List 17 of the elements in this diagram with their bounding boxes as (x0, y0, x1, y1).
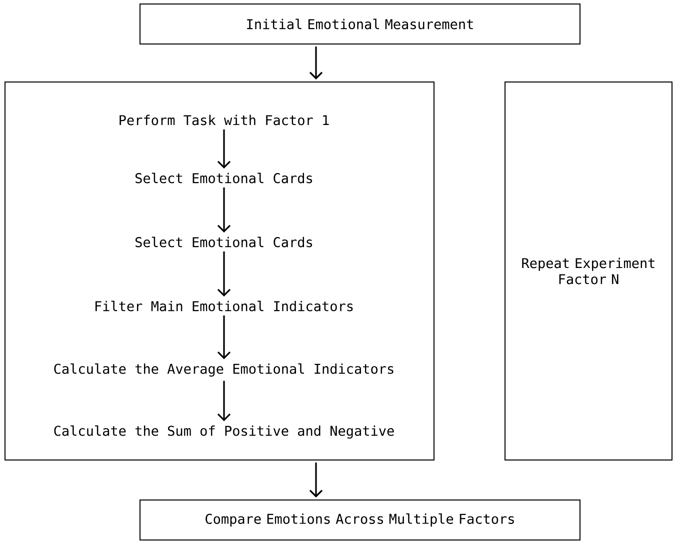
arrow (309, 46, 323, 80)
process-box: Compare Emotions Across Multiple Factors (140, 500, 580, 540)
arrow (217, 315, 231, 360)
step-text: Select Emotional Cards (136, 236, 312, 248)
arrow (309, 462, 323, 498)
step-text: Perform Task with Factor 1 (120, 114, 329, 126)
step-text: Filter Main Emotional Indicators (96, 300, 353, 312)
arrow (217, 187, 231, 233)
process-box: Initial Emotional Measurement (140, 4, 580, 44)
step-text: Calculate the Average Emotional Indicators (54, 363, 394, 377)
arrow (217, 380, 231, 422)
step-text: Select Emotional Cards (136, 172, 312, 184)
group-box: Repeat Experiment Factor N (504, 82, 672, 460)
group-box (4, 82, 434, 460)
arrow (217, 251, 231, 297)
step-text: Calculate the Sum of Positive and Negative (54, 425, 394, 439)
arrow (217, 129, 231, 169)
